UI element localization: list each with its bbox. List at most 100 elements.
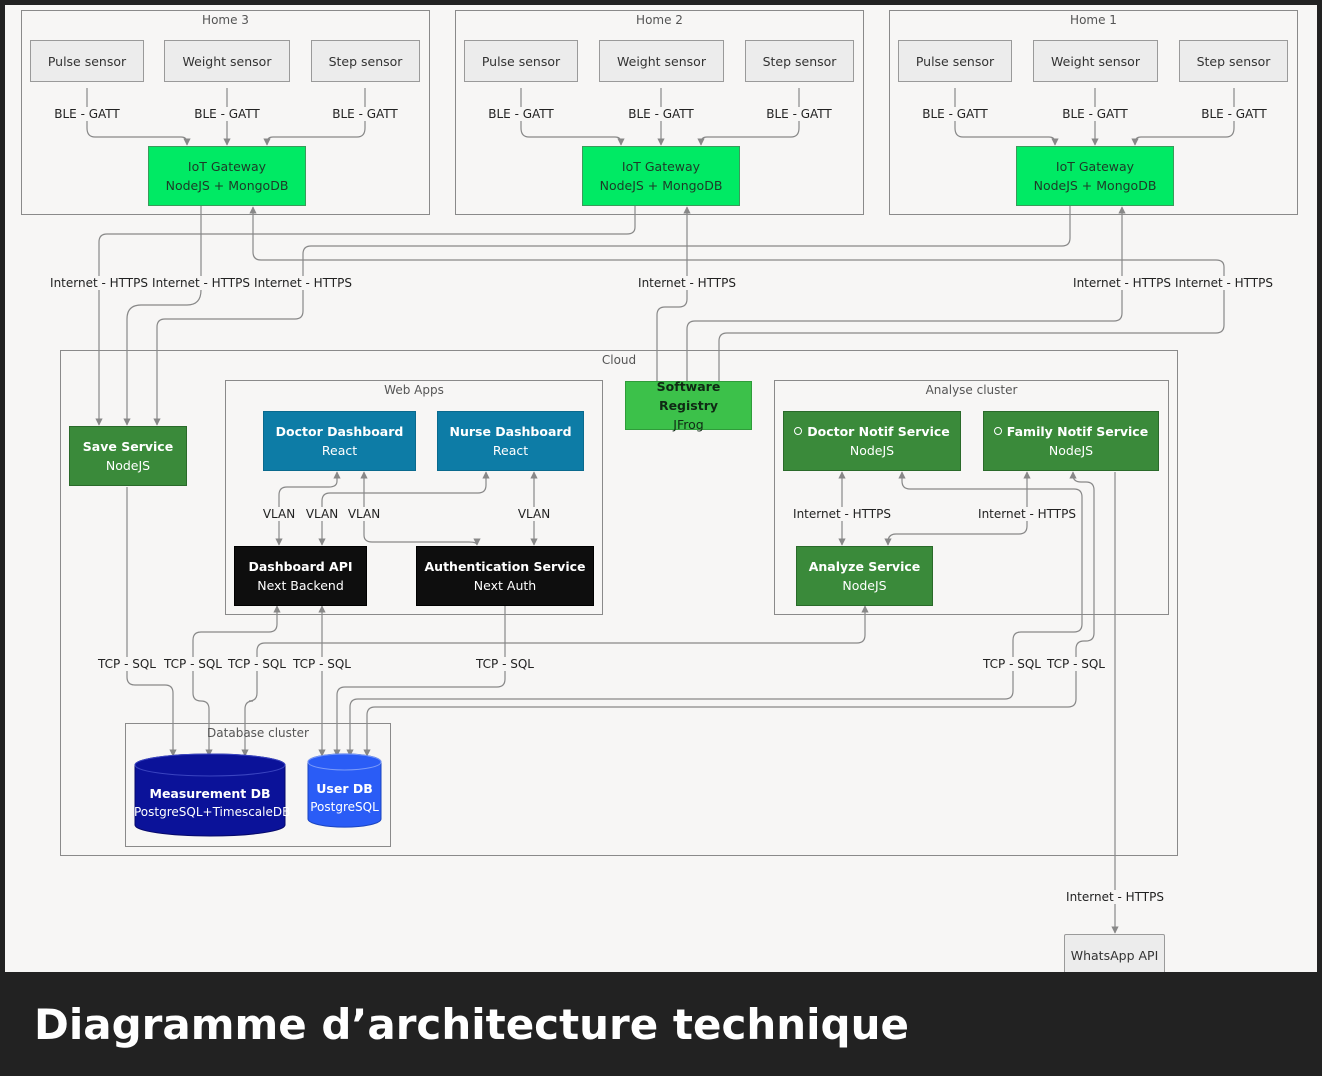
ble-label: BLE - GATT xyxy=(627,107,695,121)
sql-label: TCP - SQL xyxy=(97,657,157,671)
home-2-weight-sensor[interactable]: Weight sensor xyxy=(599,40,724,82)
whatsapp-api-label: WhatsApp API xyxy=(1070,947,1159,963)
home-2-step-sensor-label: Step sensor xyxy=(762,53,837,69)
https-label: Internet - HTTPS xyxy=(151,276,251,290)
home-2-weight-sensor-label: Weight sensor xyxy=(617,53,706,69)
ble-label: BLE - GATT xyxy=(1200,107,1268,121)
dashboard-api-subtitle: Next Backend xyxy=(257,578,344,593)
home-3-step-sensor[interactable]: Step sensor xyxy=(311,40,420,82)
home-2-pulse-sensor[interactable]: Pulse sensor xyxy=(464,40,578,82)
doctor-dashboard-title: Doctor Dashboard xyxy=(275,424,404,439)
home-1-group: Home 1 xyxy=(889,10,1298,215)
nurse-dashboard-subtitle: React xyxy=(492,443,529,458)
home-2-gateway-subtitle: NodeJS + MongoDB xyxy=(599,178,723,193)
https-label: Internet - HTTPS xyxy=(637,276,737,290)
ble-label: BLE - GATT xyxy=(487,107,555,121)
ble-label: BLE - GATT xyxy=(765,107,833,121)
https-label: Internet - HTTPS xyxy=(792,507,892,521)
vlan-label: VLAN xyxy=(304,507,340,521)
home-1-pulse-sensor-label: Pulse sensor xyxy=(915,53,995,69)
home-2-gateway-title: IoT Gateway xyxy=(621,159,701,174)
sql-label: TCP - SQL xyxy=(292,657,352,671)
https-label: Internet - HTTPS xyxy=(1072,276,1172,290)
diagram-canvas: Home 3 Home 2 Home 1 Pulse sensor Weight… xyxy=(5,5,1317,972)
analyse-cluster-title: Analyse cluster xyxy=(925,383,1018,397)
home-3-pulse-sensor-label: Pulse sensor xyxy=(47,53,127,69)
analyze-service-title: Analyze Service xyxy=(808,559,921,574)
family-notif-title: Family Notif Service xyxy=(1006,424,1149,439)
https-label: Internet - HTTPS xyxy=(977,507,1077,521)
sql-label: TCP - SQL xyxy=(1046,657,1106,671)
whatsapp-api[interactable]: WhatsApp API xyxy=(1064,934,1165,972)
https-label: Internet - HTTPS xyxy=(253,276,353,290)
connection-lines xyxy=(86,88,1235,934)
home-2-title: Home 2 xyxy=(636,13,683,27)
software-registry-subtitle: JFrog xyxy=(673,417,704,432)
home-3-gateway-subtitle: NodeJS + MongoDB xyxy=(165,178,289,193)
sql-label: TCP - SQL xyxy=(982,657,1042,671)
home-1-weight-sensor[interactable]: Weight sensor xyxy=(1033,40,1158,82)
home-3-gateway-title: IoT Gateway xyxy=(187,159,267,174)
home-3-step-sensor-label: Step sensor xyxy=(328,53,403,69)
https-label: Internet - HTTPS xyxy=(1174,276,1274,290)
ble-label: BLE - GATT xyxy=(1061,107,1129,121)
measurement-db-subtitle: PostgreSQL+TimescaleDB xyxy=(134,805,291,819)
home-2-group: Home 2 xyxy=(455,10,864,215)
dashboard-api[interactable]: Dashboard API Next Backend xyxy=(234,546,367,606)
user-db-cylinder-icon xyxy=(307,753,382,828)
home-1-gateway-subtitle: NodeJS + MongoDB xyxy=(1033,178,1157,193)
web-apps-title: Web Apps xyxy=(384,383,444,397)
https-label: Internet - HTTPS xyxy=(49,276,149,290)
home-1-step-sensor[interactable]: Step sensor xyxy=(1179,40,1288,82)
save-service-subtitle: NodeJS xyxy=(105,458,151,473)
home-3-pulse-sensor[interactable]: Pulse sensor xyxy=(30,40,144,82)
family-notif-subtitle: NodeJS xyxy=(1048,443,1094,458)
database-cluster-title: Database cluster xyxy=(207,726,309,740)
software-registry-title: Software Registry xyxy=(656,379,721,413)
user-db-title: User DB xyxy=(316,781,373,796)
authentication-service-subtitle: Next Auth xyxy=(473,578,537,593)
measurement-db[interactable]: Measurement DB PostgreSQL+TimescaleDB xyxy=(134,753,291,837)
home-2-pulse-sensor-label: Pulse sensor xyxy=(481,53,561,69)
vlan-label: VLAN xyxy=(516,507,552,521)
doctor-dashboard-subtitle: React xyxy=(321,443,358,458)
home-1-step-sensor-label: Step sensor xyxy=(1196,53,1271,69)
cloud-title: Cloud xyxy=(601,353,637,367)
vlan-label: VLAN xyxy=(261,507,297,521)
home-3-group: Home 3 xyxy=(21,10,430,215)
doctor-notif-subtitle: NodeJS xyxy=(849,443,895,458)
sql-label: TCP - SQL xyxy=(163,657,223,671)
page-caption: Diagramme d’architecture technique xyxy=(34,1000,909,1049)
ble-label: BLE - GATT xyxy=(53,107,121,121)
home-2-step-sensor[interactable]: Step sensor xyxy=(745,40,854,82)
home-3-title: Home 3 xyxy=(202,13,249,27)
sql-label: TCP - SQL xyxy=(475,657,535,671)
authentication-service-title: Authentication Service xyxy=(424,559,586,574)
measurement-db-title: Measurement DB xyxy=(149,786,271,801)
home-3-weight-sensor-label: Weight sensor xyxy=(182,53,272,69)
home-1-gateway-title: IoT Gateway xyxy=(1055,159,1135,174)
save-service-title: Save Service xyxy=(82,439,174,454)
analyse-cluster-group: Analyse cluster xyxy=(774,380,1169,615)
analyze-service-subtitle: NodeJS xyxy=(842,578,887,593)
home-3-weight-sensor[interactable]: Weight sensor xyxy=(164,40,290,82)
web-apps-group: Web Apps xyxy=(225,380,603,615)
vlan-label: VLAN xyxy=(346,507,382,521)
sql-label: TCP - SQL xyxy=(227,657,287,671)
home-1-pulse-sensor[interactable]: Pulse sensor xyxy=(898,40,1012,82)
gear-icon xyxy=(993,427,1002,435)
home-1-weight-sensor-label: Weight sensor xyxy=(1051,53,1140,69)
dashboard-api-title: Dashboard API xyxy=(248,559,353,574)
